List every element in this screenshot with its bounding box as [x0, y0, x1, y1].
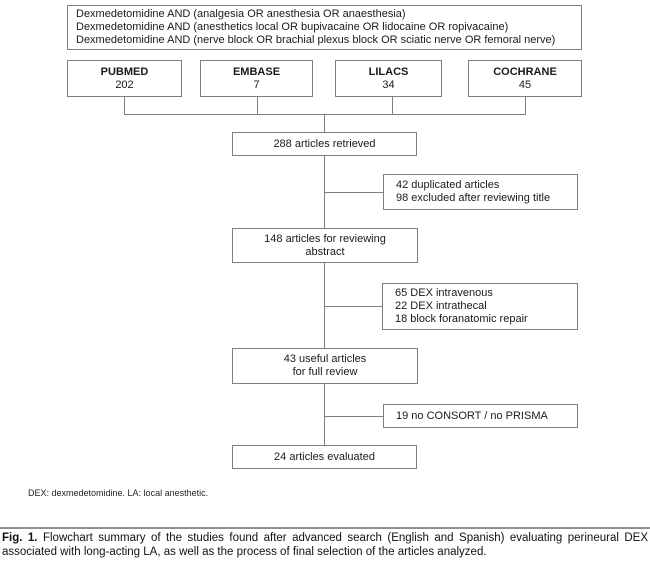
connector-line [324, 192, 383, 193]
articles-retrieved-box: 288 articles retrieved [232, 132, 417, 156]
database-name: COCHRANE [493, 65, 557, 78]
connector-line [324, 114, 325, 132]
excluded-abstract-review-box: 65 DEX intravenous 22 DEX intrathecal 18… [382, 283, 578, 330]
excluded-line: 19 no CONSORT / no PRISMA [396, 409, 548, 422]
excluded-line: 98 excluded after reviewing title [396, 192, 551, 204]
connector-line [324, 156, 325, 445]
full-review-box: 43 useful articles for full review [232, 348, 418, 384]
database-box-lilacs: LILACS 34 [335, 60, 442, 97]
search-term-line: Dexmedetomidine AND (anesthetics local O… [76, 21, 509, 33]
excluded-consort-prisma-box: 19 no CONSORT / no PRISMA [383, 404, 578, 428]
figure-caption: Fig. 1. Flowchart summary of the studies… [2, 532, 648, 559]
connector-line [257, 97, 258, 114]
excluded-line: 18 block foranatomic repair [395, 313, 528, 325]
search-term-line: Dexmedetomidine AND (nerve block OR brac… [76, 34, 556, 46]
abstract-review-line: 148 articles for reviewing [264, 232, 386, 245]
database-name: LILACS [368, 65, 409, 78]
abstract-review-line: abstract [305, 245, 345, 258]
database-count: 34 [382, 78, 395, 91]
database-box-cochrane: COCHRANE 45 [468, 60, 582, 97]
database-name: PUBMED [100, 65, 149, 78]
connector-line [324, 416, 383, 417]
figure-caption-label: Fig. 1. [2, 532, 38, 544]
articles-retrieved-label: 288 articles retrieved [273, 137, 376, 150]
database-count: 202 [115, 78, 134, 91]
connector-line [392, 97, 393, 114]
search-terms-box: Dexmedetomidine AND (analgesia OR anesth… [67, 5, 582, 50]
database-count: 7 [253, 78, 260, 91]
database-box-embase: EMBASE 7 [200, 60, 313, 97]
connector-line [525, 97, 526, 114]
articles-evaluated-box: 24 articles evaluated [232, 445, 417, 469]
connector-line [124, 114, 526, 115]
connector-line [324, 306, 382, 307]
abbreviations-footnote: DEX: dexmedetomidine. LA: local anesthet… [28, 488, 209, 498]
search-term-line: Dexmedetomidine AND (analgesia OR anesth… [76, 8, 406, 20]
abstract-review-box: 148 articles for reviewing abstract [232, 228, 418, 263]
excluded-line: 22 DEX intrathecal [395, 300, 487, 312]
connector-line [124, 97, 125, 114]
figure-caption-text: Flowchart summary of the studies found a… [2, 532, 648, 558]
full-review-line: for full review [292, 366, 358, 378]
excluded-line: 42 duplicated articles [396, 179, 500, 191]
excluded-line: 65 DEX intravenous [395, 287, 493, 299]
excluded-title-review-box: 42 duplicated articles 98 excluded after… [383, 174, 578, 210]
caption-divider [0, 527, 650, 529]
full-review-line: 43 useful articles [283, 353, 367, 365]
articles-evaluated-label: 24 articles evaluated [274, 450, 375, 463]
database-box-pubmed: PUBMED 202 [67, 60, 182, 97]
database-name: EMBASE [232, 65, 281, 78]
database-count: 45 [518, 78, 532, 91]
